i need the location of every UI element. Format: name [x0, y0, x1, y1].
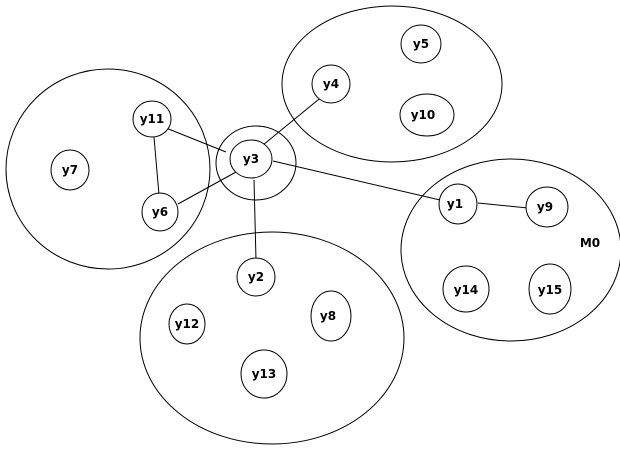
edge-y11-y6: [153, 136, 160, 196]
edge-y1-y9: [477, 202, 529, 209]
node-y9-label: y9: [537, 200, 553, 214]
node-y10-label: y10: [411, 108, 436, 122]
node-y1: y1: [438, 183, 478, 225]
node-y8-label: y8: [320, 309, 336, 323]
node-y14-label: y14: [454, 283, 479, 297]
node-y4-label: y4: [323, 77, 339, 91]
node-y6-label: y6: [152, 205, 168, 219]
edge-y6-y3: [177, 171, 237, 205]
node-y11-label: y11: [140, 112, 165, 126]
node-y14: y14: [442, 265, 490, 313]
edge-y11-y3: [165, 127, 227, 153]
node-y3: y3: [229, 139, 273, 179]
node-y10: y10: [399, 93, 455, 137]
node-y15: y15: [528, 263, 572, 315]
edge-y3-y2: [253, 179, 257, 261]
top-cluster-outline: [281, 5, 503, 163]
node-y13: y13: [240, 349, 288, 399]
node-y2-label: y2: [248, 270, 264, 284]
node-y7-label: y7: [62, 163, 78, 177]
right-cluster-label: M0: [580, 236, 600, 250]
node-y3-label: y3: [243, 152, 259, 166]
center-cluster-outline: [215, 125, 297, 201]
node-y5: y5: [400, 24, 442, 64]
node-y6: y6: [141, 192, 179, 232]
node-y5-label: y5: [413, 37, 429, 51]
node-y12-label: y12: [175, 317, 200, 331]
bottom-cluster-outline: [139, 231, 405, 445]
node-y13-label: y13: [252, 367, 277, 381]
node-y1-label: y1: [447, 197, 463, 211]
node-y8: y8: [310, 290, 352, 342]
node-y9: y9: [525, 186, 569, 228]
node-y15-label: y15: [538, 283, 563, 297]
node-y11: y11: [132, 100, 172, 138]
left-cluster-outline: [5, 68, 211, 270]
node-y7: y7: [50, 149, 90, 191]
right-cluster-outline: [400, 158, 620, 342]
edge-y3-y4: [262, 94, 325, 146]
edge-y3-y1: [272, 160, 441, 201]
node-y4: y4: [311, 64, 351, 104]
node-y12: y12: [168, 303, 206, 345]
node-y2: y2: [236, 257, 276, 297]
